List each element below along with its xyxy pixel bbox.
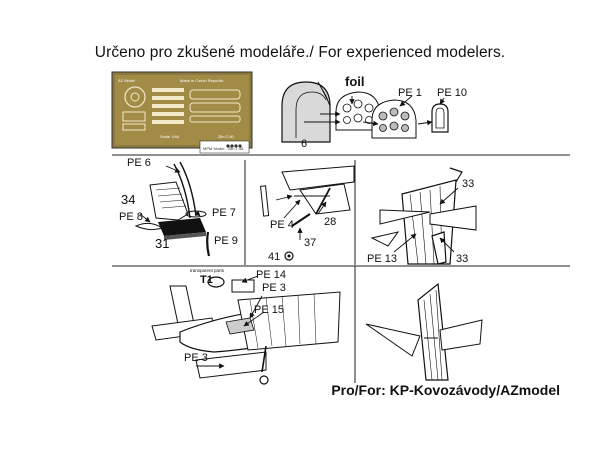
- fret-scale: Scale 1/48: [160, 134, 180, 139]
- fret-header-mid: Made in Czech Republic: [180, 78, 223, 83]
- label-6: 6: [301, 138, 307, 150]
- label-pe15: PE 15: [254, 304, 284, 316]
- fuselage-diagram: transparent parts T1 PE 14 PE 3 PE 15 PE…: [151, 268, 341, 385]
- fret-brand: MPM Model: [203, 146, 224, 151]
- wing-assembly-diagram: [365, 282, 483, 381]
- photo-etch-fret: AZ Model Made in Czech Republic Scale 1/…: [111, 71, 253, 154]
- label-33-bottom: 33: [456, 253, 468, 265]
- label-pe3-bottom: PE 3: [184, 352, 208, 364]
- label-pe3-top: PE 3: [262, 282, 286, 294]
- landing-gear-diagram: PE 4 28 37 41: [259, 165, 355, 263]
- fret-header-left: AZ Model: [118, 78, 135, 83]
- label-pe8: PE 8: [119, 211, 143, 223]
- label-t1: T1: [200, 274, 213, 286]
- label-pe6: PE 6: [127, 157, 151, 169]
- label-33-top: 33: [462, 178, 474, 190]
- label-foil: foil: [345, 74, 365, 89]
- label-34: 34: [121, 192, 135, 207]
- instructions-header: Určeno pro zkušené modeláře./ For experi…: [94, 44, 506, 61]
- label-transparent-parts: transparent parts: [190, 268, 225, 273]
- label-28: 28: [324, 216, 336, 228]
- label-pe9: PE 9: [214, 235, 238, 247]
- seat-diagram: PE 6 34 PE 8 PE 7 31 PE 9: [119, 157, 238, 257]
- label-41: 41: [268, 251, 280, 263]
- fret-brand2: Zlin 1:48: [228, 146, 244, 151]
- label-pe1: PE 1: [398, 87, 422, 99]
- label-pe14: PE 14: [256, 269, 286, 281]
- label-pe13: PE 13: [367, 253, 397, 265]
- label-31: 31: [155, 236, 169, 251]
- label-pe10: PE 10: [437, 87, 467, 99]
- instrument-panel-diagram: foil PE 1 PE 10 6: [281, 74, 467, 150]
- wing-gear-diagram: 33 PE 13 33: [367, 167, 477, 265]
- fret-kit: Zlin Z-50: [218, 134, 235, 139]
- panel-frames: [112, 154, 570, 383]
- kit-credits-footer: Pro/For: KP-Kovozávody/AZmodel: [331, 382, 560, 398]
- label-37: 37: [304, 237, 316, 249]
- label-pe7: PE 7: [212, 207, 236, 219]
- label-pe4: PE 4: [270, 219, 294, 231]
